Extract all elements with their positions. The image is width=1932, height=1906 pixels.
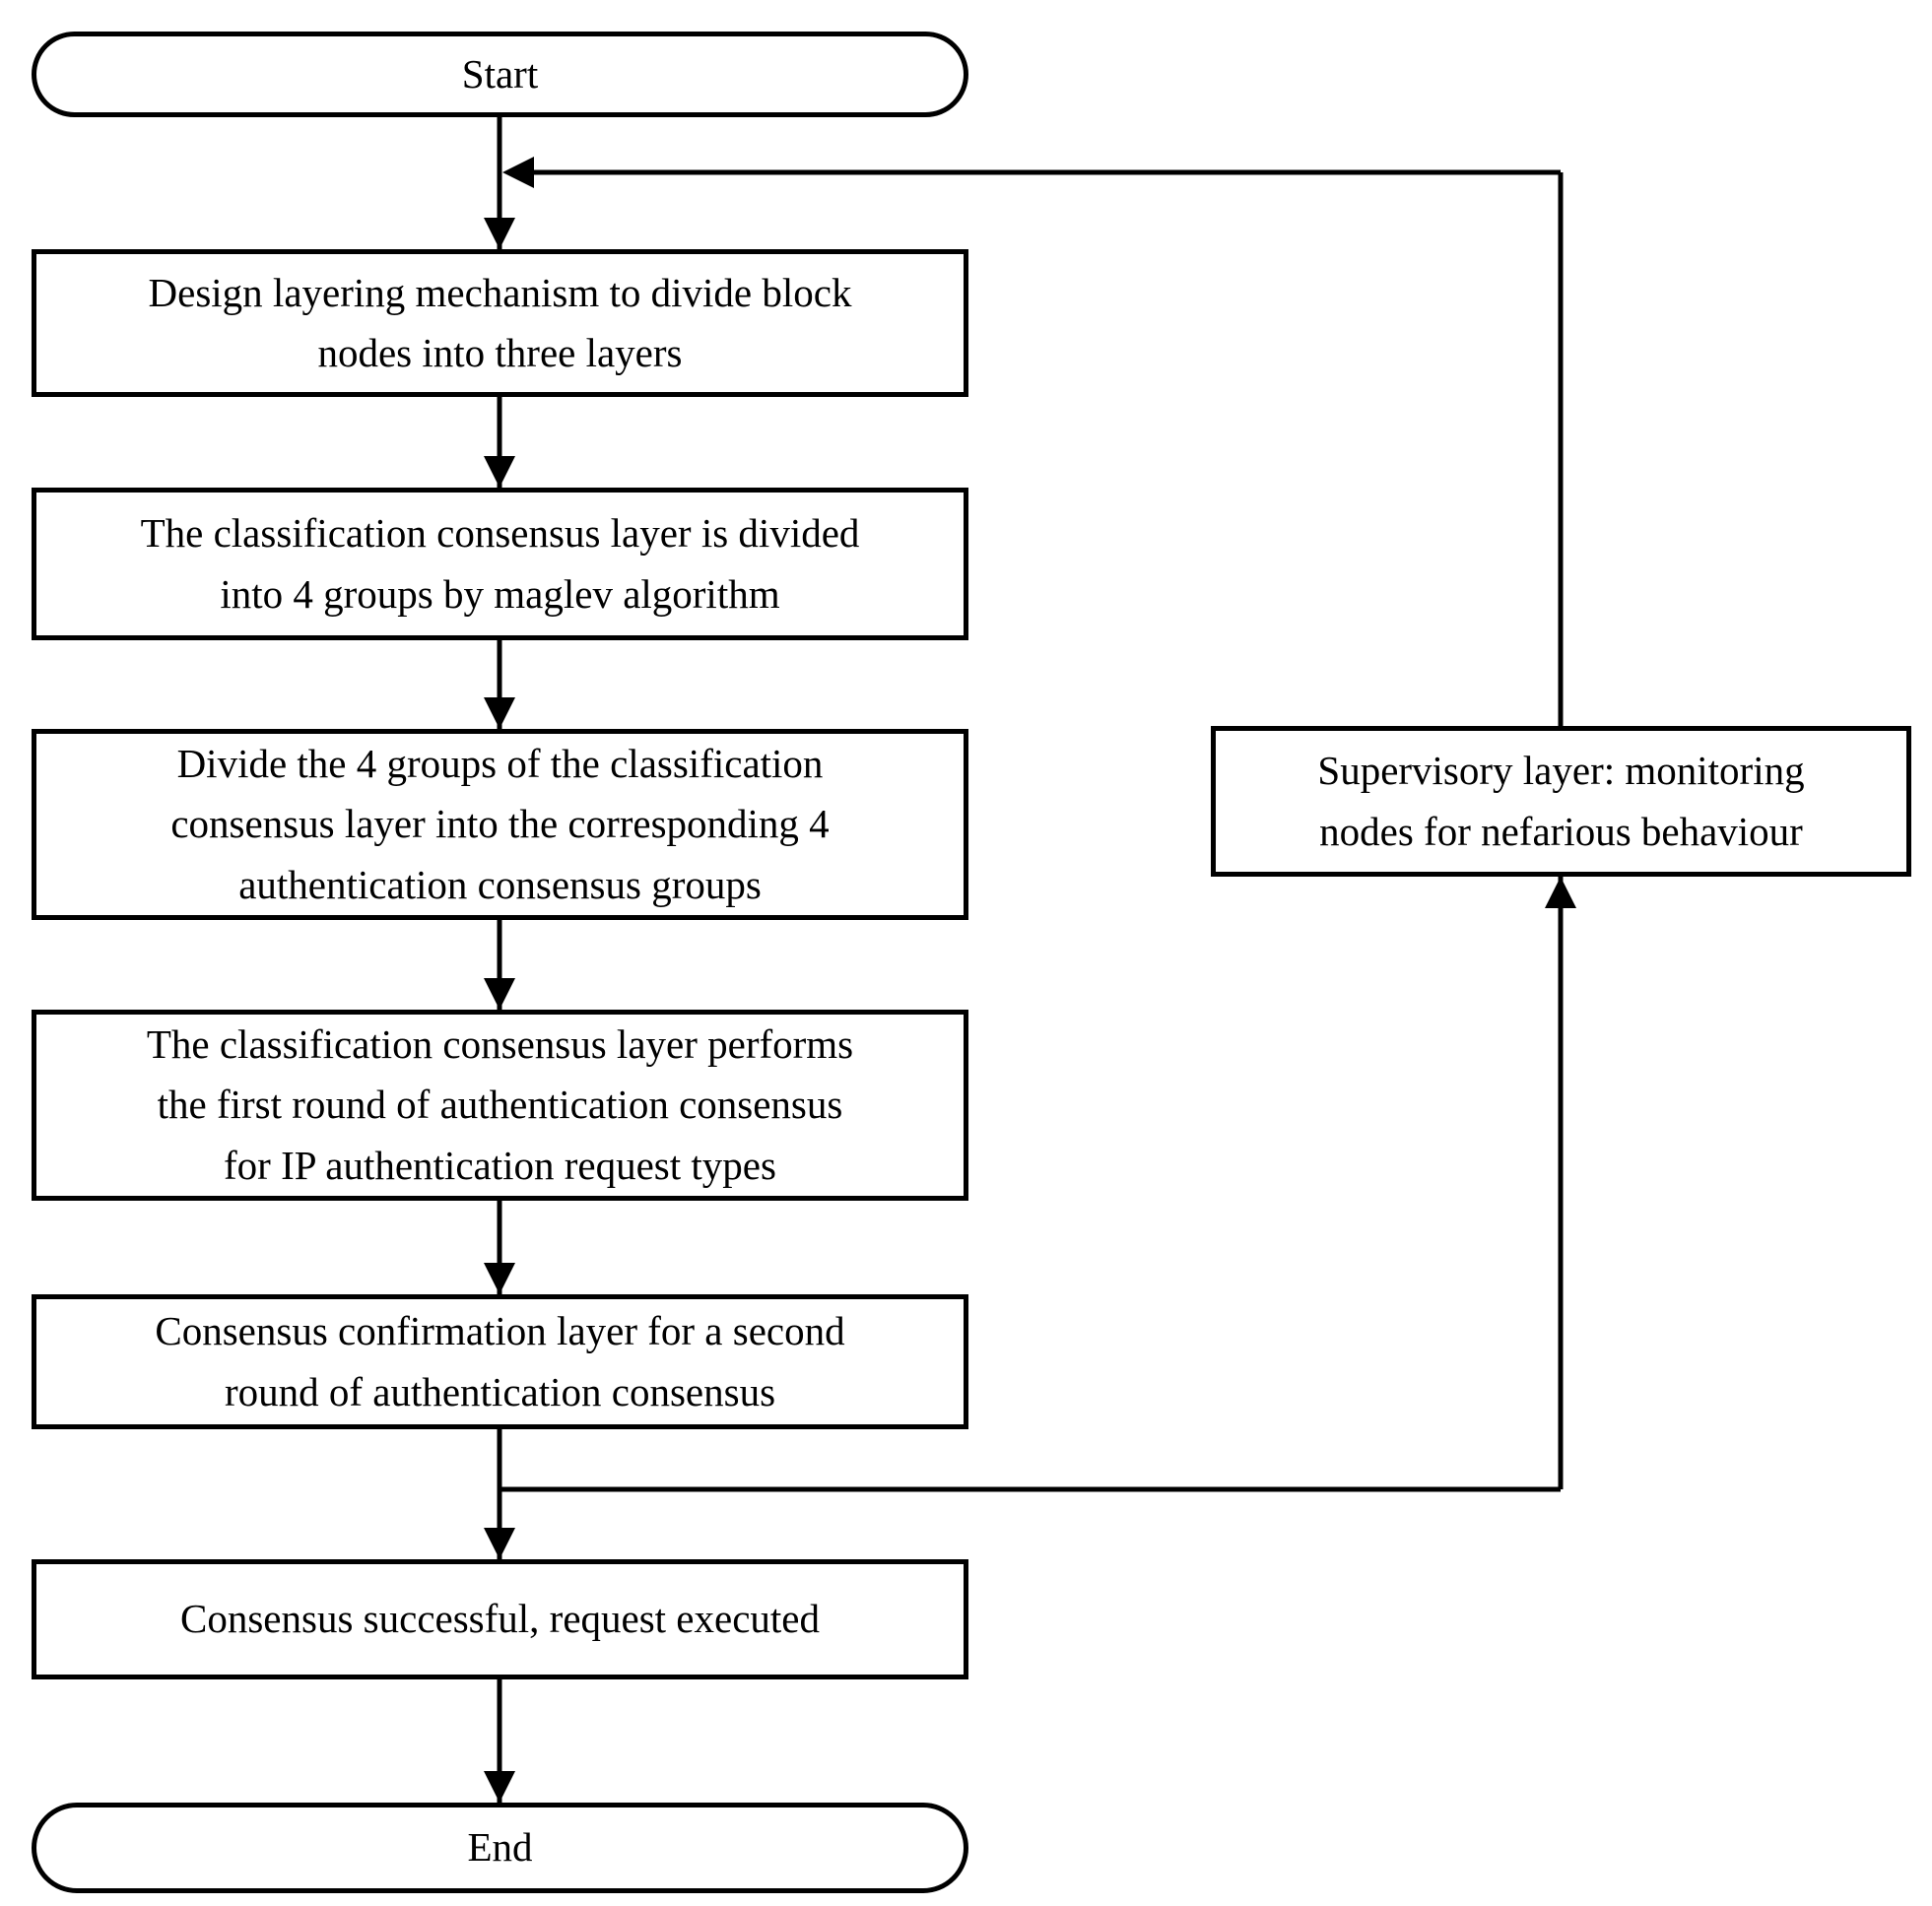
edge-start-to-design-layering bbox=[484, 116, 515, 249]
process-design-layering-label: Design layering mechanism to divide bloc… bbox=[148, 269, 852, 376]
edge-design-layering-to-maglev bbox=[484, 397, 515, 488]
start-label: Start bbox=[461, 50, 539, 97]
process-maglev-grouping: The classification consensus layer is di… bbox=[32, 488, 968, 640]
arrowhead-down bbox=[484, 1771, 515, 1803]
end-terminator: End bbox=[32, 1803, 968, 1893]
process-supervisory-layer-label: Supervisory layer: monitoring nodes for … bbox=[1317, 748, 1805, 854]
process-consensus-success: Consensus successful, request executed bbox=[32, 1559, 968, 1679]
process-consensus-success-label: Consensus successful, request executed bbox=[180, 1596, 820, 1642]
process-divide-groups: Divide the 4 groups of the classificatio… bbox=[32, 729, 968, 920]
edge-supervisory-to-main-flow bbox=[502, 157, 1564, 726]
end-label: End bbox=[467, 1824, 533, 1871]
arrowhead-down bbox=[484, 456, 515, 488]
process-first-round-consensus: The classification consensus layer perfo… bbox=[32, 1010, 968, 1201]
process-supervisory-layer: Supervisory layer: monitoring nodes for … bbox=[1211, 726, 1911, 877]
edge-divide-groups-to-first-round bbox=[484, 920, 515, 1010]
process-design-layering: Design layering mechanism to divide bloc… bbox=[32, 249, 968, 397]
process-maglev-grouping-label: The classification consensus layer is di… bbox=[140, 510, 860, 617]
edge-first-round-to-second-round bbox=[484, 1201, 515, 1294]
arrowhead-down bbox=[484, 1528, 515, 1559]
arrowhead-left bbox=[502, 157, 534, 188]
arrowhead-down bbox=[484, 697, 515, 729]
process-divide-groups-label: Divide the 4 groups of the classificatio… bbox=[170, 740, 830, 907]
process-second-round-consensus-label: Consensus confirmation layer for a secon… bbox=[155, 1308, 845, 1414]
process-first-round-consensus-label: The classification consensus layer perfo… bbox=[146, 1020, 854, 1188]
process-second-round-consensus: Consensus confirmation layer for a secon… bbox=[32, 1294, 968, 1429]
arrowhead-up bbox=[1545, 877, 1576, 908]
arrowhead-down bbox=[484, 218, 515, 249]
edge-second-round-to-supervisory bbox=[500, 877, 1576, 1492]
start-terminator: Start bbox=[32, 32, 968, 117]
arrowhead-down bbox=[484, 1263, 515, 1294]
edge-maglev-to-divide-groups bbox=[484, 640, 515, 729]
edge-success-to-end bbox=[484, 1679, 515, 1803]
arrowhead-down bbox=[484, 978, 515, 1010]
edge-second-round-to-success bbox=[484, 1429, 515, 1559]
